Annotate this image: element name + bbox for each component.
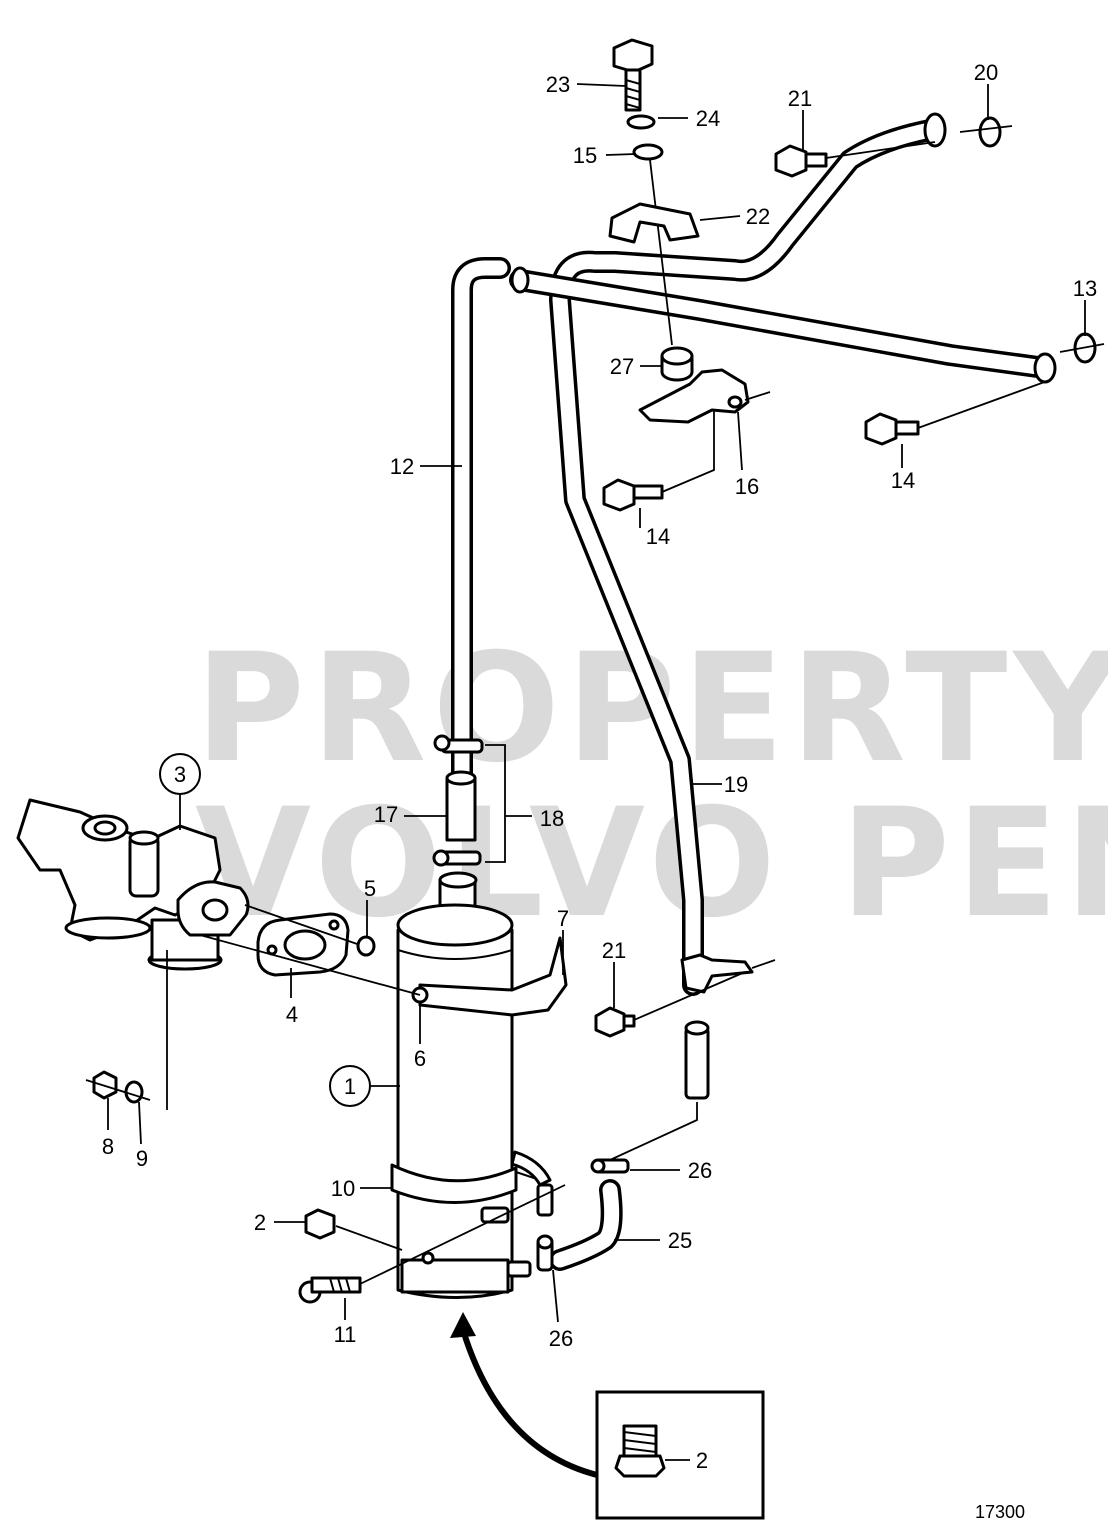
oil-pipe-return: [509, 112, 1057, 384]
callout-leaders: [107, 83, 1086, 1461]
inset-arrow: [460, 1329, 598, 1478]
callout-26-right: 26: [688, 1158, 712, 1183]
callout-22: 22: [746, 204, 770, 229]
callout-2: 2: [254, 1210, 266, 1235]
callout-12: 12: [390, 454, 414, 479]
bracket-16: [638, 368, 750, 424]
o-ring-5: [356, 935, 376, 957]
callout-circle-1: [329, 1065, 371, 1107]
callout-10: 10: [331, 1176, 355, 1201]
drawing-number: 17300: [975, 1502, 1025, 1522]
washer-9: [124, 1080, 144, 1104]
callout-26-bottom: 26: [549, 1326, 573, 1351]
callout-20: 20: [974, 60, 998, 85]
callout-16: 16: [735, 474, 759, 499]
callout-5: 5: [364, 876, 376, 901]
callout-14-left: 14: [646, 524, 670, 549]
hose-short-right: [684, 1020, 710, 1100]
callout-7: 7: [557, 906, 569, 931]
callout-27: 27: [610, 354, 634, 379]
callout-4: 4: [286, 1002, 298, 1027]
clamp-18-lower: [432, 849, 482, 867]
washer-20: [978, 116, 1002, 148]
callout-25: 25: [668, 1228, 692, 1253]
oil-cooler-1: [396, 871, 514, 1299]
bolt-21-lower: [594, 1006, 636, 1038]
pump-housing-3: [16, 798, 223, 971]
clamp-22: [608, 202, 700, 244]
hose-17: [445, 770, 477, 842]
callout-17: 17: [374, 802, 398, 827]
callout-23: 23: [546, 72, 570, 97]
callout-21-lower: 21: [602, 938, 626, 963]
bolt-14-right: [864, 412, 920, 446]
callout-15: 15: [573, 143, 597, 168]
callout-1: 1: [344, 1074, 356, 1099]
washer-15: [632, 143, 664, 161]
callout-14-right: 14: [891, 468, 915, 493]
plug-2: [304, 1208, 336, 1240]
oil-pipe-12: [451, 257, 511, 811]
bolt-14-left: [602, 478, 664, 512]
callout-18: 18: [540, 806, 564, 831]
callout-9: 9: [136, 1146, 148, 1171]
bracket-7: [418, 936, 568, 1017]
bolt-11: [298, 1276, 362, 1304]
spacer-27: [660, 346, 694, 382]
hose-fitting-bottom: [506, 1150, 554, 1278]
pump-outlet-flange: [176, 880, 250, 937]
callout-8: 8: [102, 1134, 114, 1159]
callout-13: 13: [1073, 276, 1097, 301]
callout-labels: 1 3 2 4 5 6 7 8 9 10 11 12 13 14 14 15 1…: [102, 60, 1097, 1473]
watermark: PROPERTY OF VOLVO PENTA: [195, 622, 1108, 951]
callout-21-top: 21: [788, 86, 812, 111]
flange-gasket-4: [256, 912, 350, 977]
callout-11: 11: [334, 1322, 357, 1347]
callout-19: 19: [724, 772, 748, 797]
pipe-bracket-19: [680, 953, 754, 994]
callout-3: 3: [174, 762, 186, 787]
callout-24: 24: [696, 106, 720, 131]
clamp-26-right: [590, 1158, 630, 1174]
clamp-18-upper: [433, 734, 484, 754]
callout-circle-3: [159, 753, 201, 795]
callout-6: 6: [414, 1046, 426, 1071]
inset-plug-detail: [595, 1390, 765, 1520]
washer-24: [626, 114, 656, 130]
callout-2-inset: 2: [696, 1448, 708, 1473]
bolt-23: [612, 38, 654, 112]
hose-25: [549, 1179, 623, 1271]
bolt-21-top: [774, 144, 828, 178]
clamp-26-bottom: [536, 1234, 554, 1272]
